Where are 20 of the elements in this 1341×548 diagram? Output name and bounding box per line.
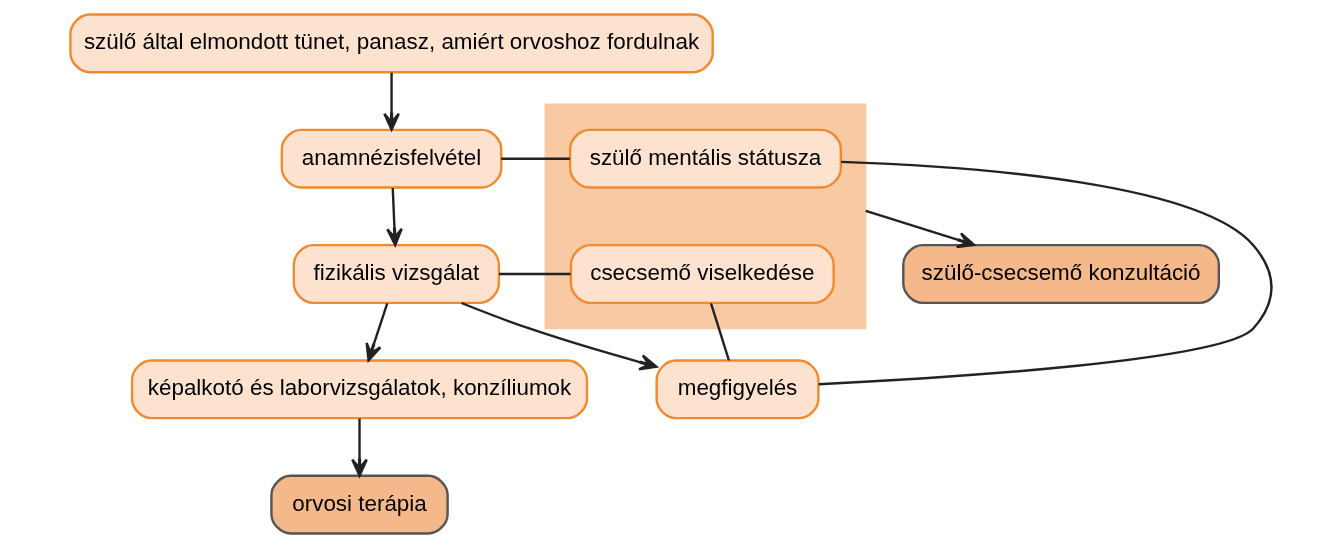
node-box: orvosi terápia [269, 474, 449, 535]
cluster [544, 103, 866, 330]
arrow [350, 418, 368, 477]
arrow [385, 187, 403, 247]
node-box: fizikális vizsgálat [292, 243, 500, 305]
node-box: csecsemő viselkedése [569, 243, 835, 305]
connector [498, 272, 571, 276]
node-box: szülő által elmondott tünet, panasz, amiért orvoshoz fordulnak [68, 13, 714, 74]
node-box: szülő-csecsemő konzultáció [901, 243, 1220, 305]
arrow [460, 301, 658, 371]
node-box: szülő mentális státusza [568, 128, 842, 189]
node-box: képalkotó és laborvizsgálatok, konzíliumok [130, 359, 588, 420]
connector [818, 160, 1273, 386]
arrow [365, 302, 388, 362]
arrow [864, 209, 975, 249]
node-box: anamnézisfelvétel [280, 128, 502, 189]
connector [500, 157, 570, 160]
arrow [382, 72, 400, 131]
connector [709, 302, 730, 361]
node-box: megfigyelés [654, 359, 820, 420]
